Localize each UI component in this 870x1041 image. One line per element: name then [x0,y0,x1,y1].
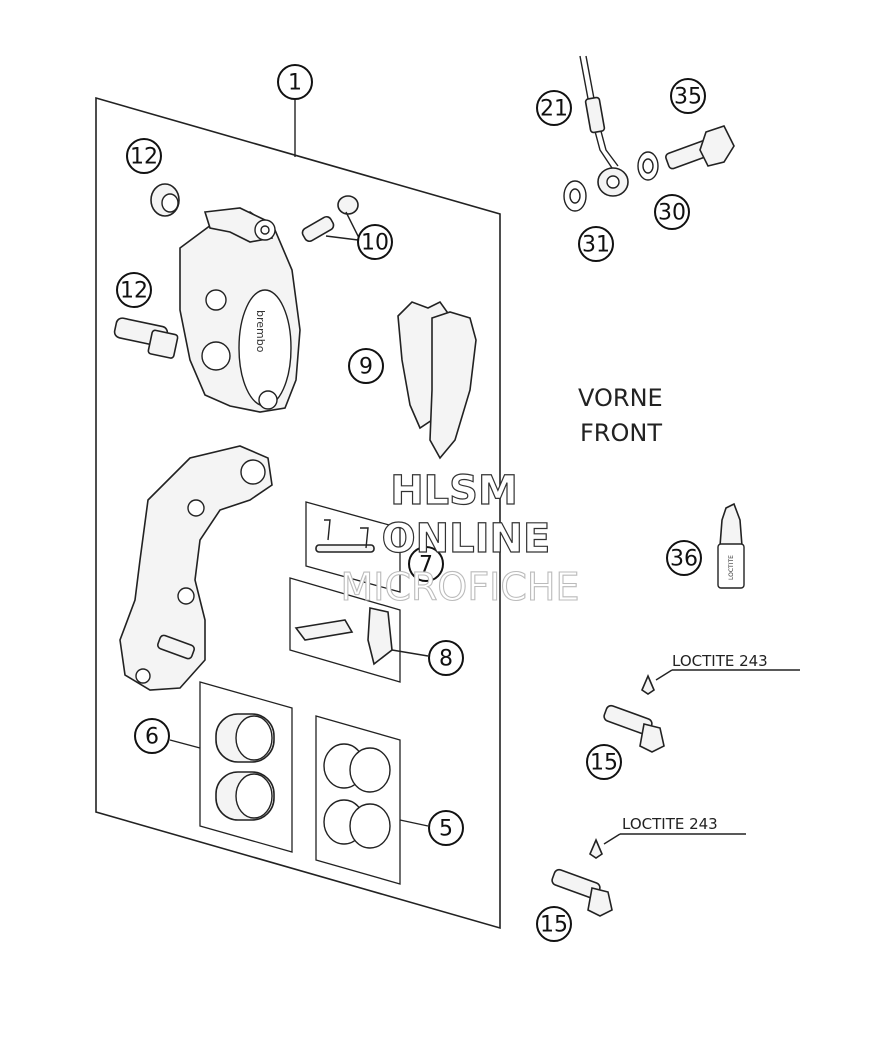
caliper-pin-bolt[interactable] [113,317,179,359]
label-front: FRONT [580,419,662,447]
callout-21[interactable]: 21 [536,90,572,126]
caliper-support-bracket[interactable] [119,445,273,691]
callout-36[interactable]: 36 [666,540,702,576]
callout-12-top[interactable]: 12 [126,138,162,174]
svg-text:brembo: brembo [254,310,267,353]
callout-31[interactable]: 31 [578,226,614,262]
callout-7[interactable]: 7 [408,546,444,582]
watermark-line-3: MICROFICHE [340,565,579,609]
svg-text:36: 36 [670,547,698,572]
caliper-pistons[interactable] [215,713,275,821]
callout-1[interactable]: 1 [277,64,313,100]
mounting-bolt-upper[interactable] [603,704,665,753]
svg-text:12: 12 [130,145,158,170]
threadlocker-tube[interactable]: LOCTITE [717,502,745,589]
piston-kit-box [199,681,293,853]
loctite-drop-lower [589,837,603,859]
svg-text:12: 12 [120,279,148,304]
bushing-part[interactable] [150,183,180,217]
svg-text:30: 30 [658,201,686,226]
label-vorne: VORNE [578,384,663,412]
callout-15-upper[interactable]: 15 [586,744,622,780]
callout-12-lower[interactable]: 12 [116,272,152,308]
banjo-washer-30[interactable] [637,151,659,181]
callout-8[interactable]: 8 [428,640,464,676]
svg-text:15: 15 [590,751,618,776]
bleeder-valve[interactable] [301,195,359,243]
svg-text:7: 7 [419,553,433,578]
callout-6[interactable]: 6 [134,718,170,754]
callout-5[interactable]: 5 [428,810,464,846]
watermark-line-1: HLSM [390,468,518,514]
callout-15-lower[interactable]: 15 [536,906,572,942]
loctite-label-lower: LOCTITE 243 [622,815,718,833]
callout-10[interactable]: 10 [357,224,393,260]
retaining-pin-kit[interactable] [315,519,375,553]
pad-spring-kit[interactable] [294,607,393,666]
brake-hose[interactable] [579,55,629,197]
seal-kit-box [315,715,401,885]
svg-text:21: 21 [540,97,568,122]
svg-text:10: 10 [361,231,389,256]
svg-text:8: 8 [439,647,453,672]
loctite-label-upper: LOCTITE 243 [672,652,768,670]
watermark-line-2: ONLINE [382,516,551,562]
mounting-bolt-lower[interactable] [551,868,613,917]
svg-text:15: 15 [540,913,568,938]
brake-pads[interactable] [397,300,477,460]
loctite-drop-upper [641,673,655,695]
piston-seals[interactable] [323,743,391,849]
svg-text:9: 9 [359,355,373,380]
brake-caliper-body[interactable]: brembo [179,207,301,413]
svg-text:31: 31 [582,233,610,258]
svg-text:35: 35 [674,85,702,110]
svg-text:5: 5 [439,817,453,842]
banjo-bolt[interactable] [665,125,735,170]
svg-text:1: 1 [288,71,302,96]
callout-9[interactable]: 9 [348,348,384,384]
svg-text:6: 6 [145,725,159,750]
callout-30[interactable]: 30 [654,194,690,230]
svg-text:LOCTITE: LOCTITE [728,555,735,580]
callout-35[interactable]: 35 [670,78,706,114]
banjo-washer-31[interactable] [563,180,587,212]
